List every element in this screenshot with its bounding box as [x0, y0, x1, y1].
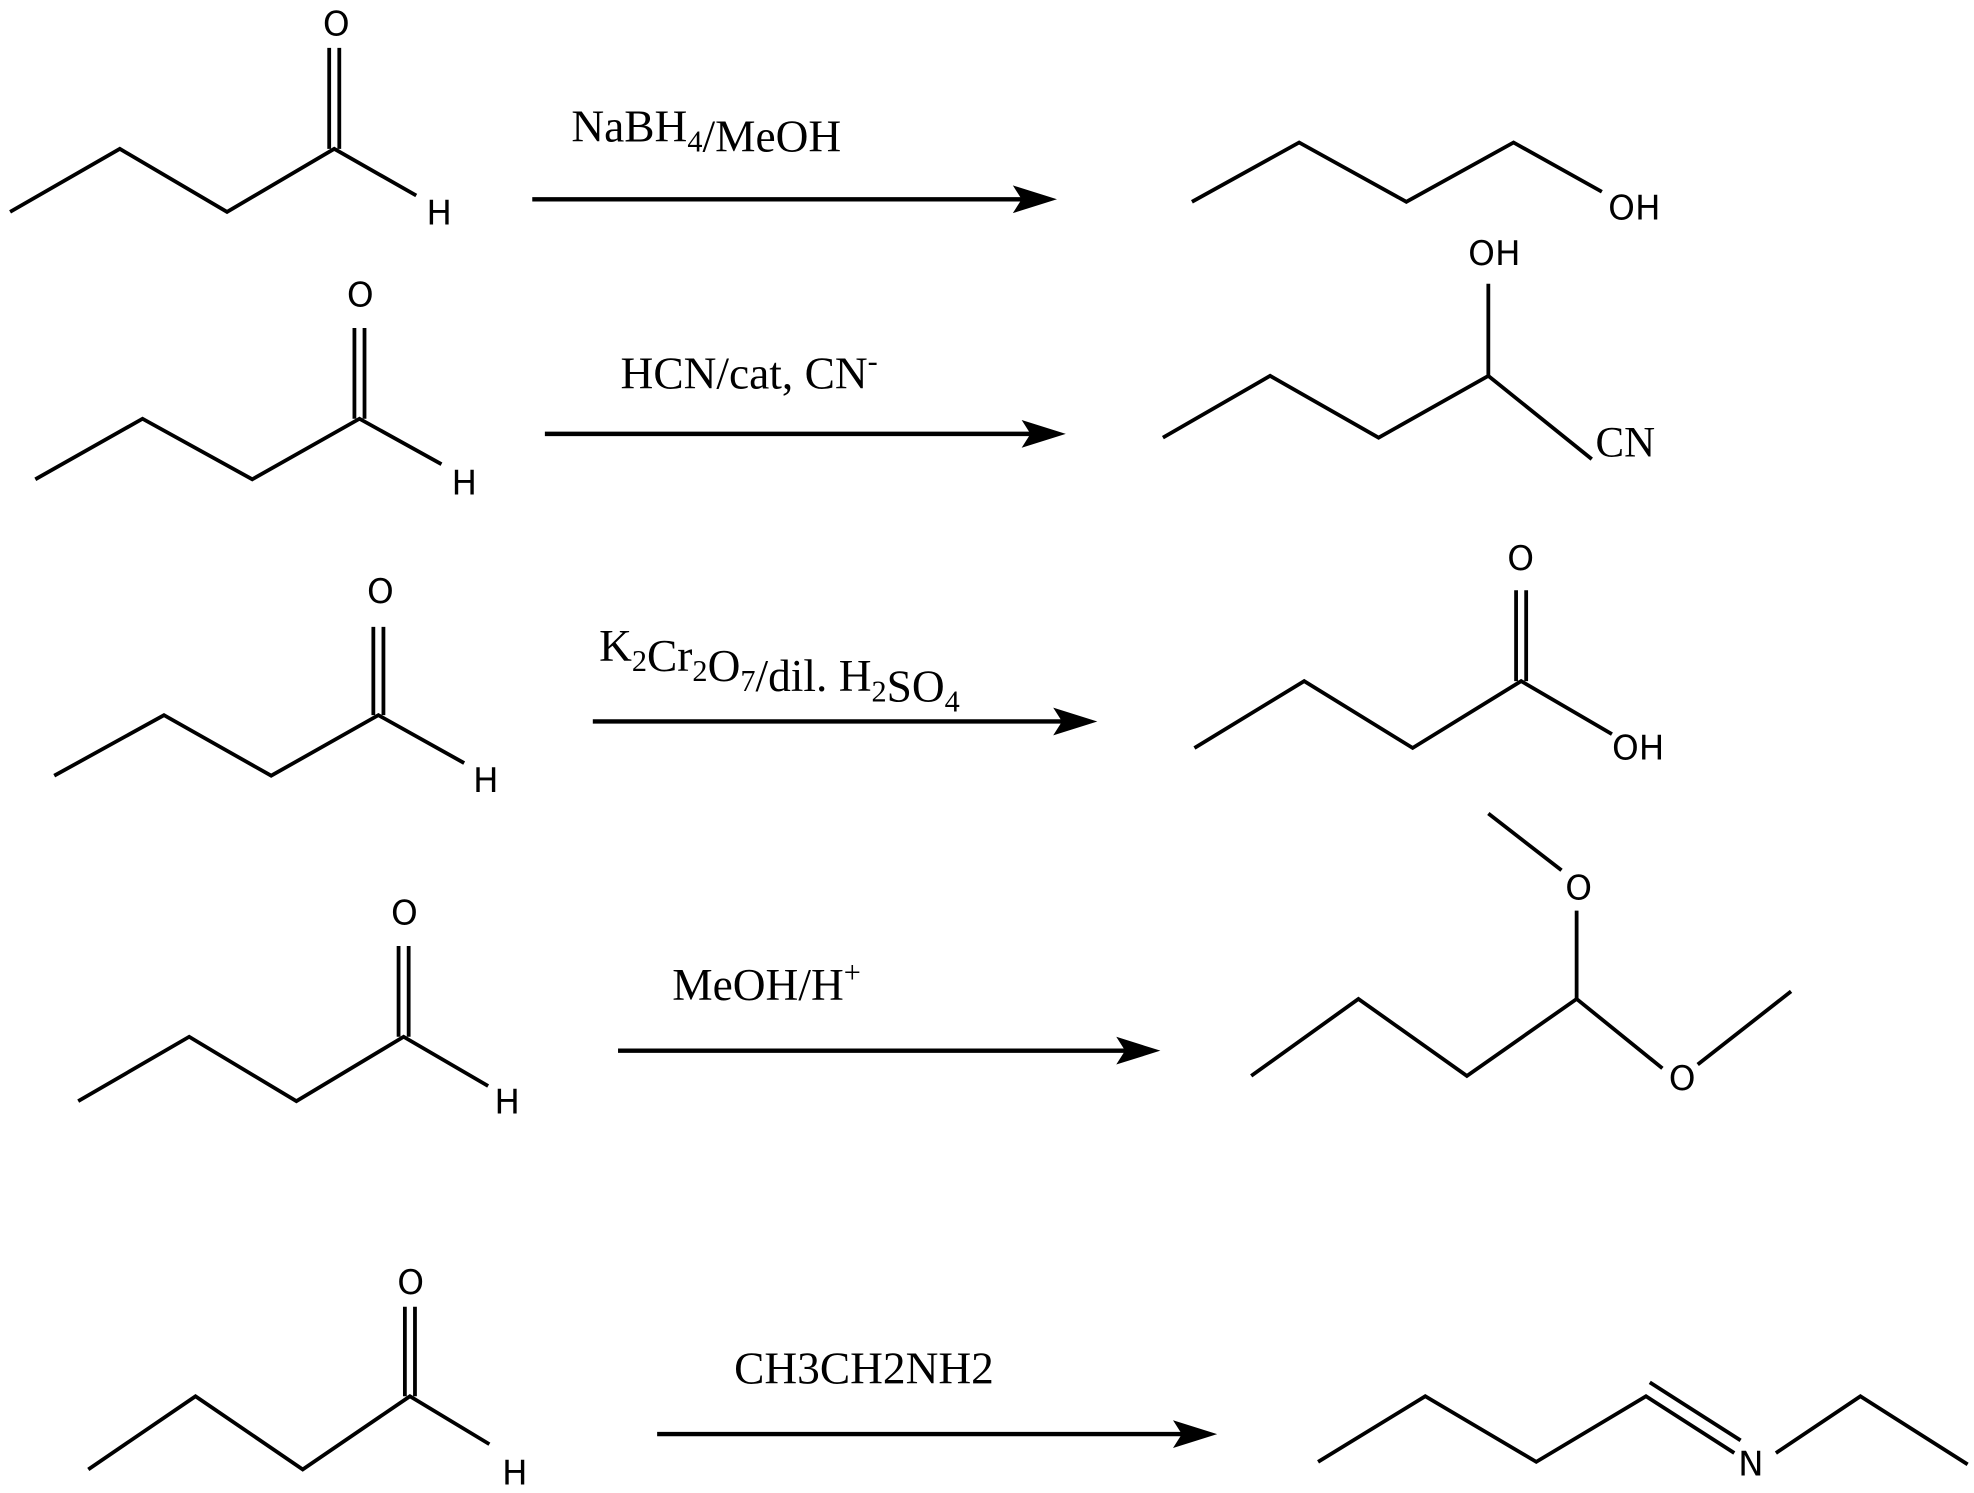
subscript: 2 — [692, 654, 707, 688]
arrow-head-icon — [1053, 707, 1098, 736]
reagent-label: HCN/cat, CN- — [621, 344, 878, 399]
carbon-chain — [77, 1034, 490, 1104]
reaction-1: O H NaBH4/MeOH OH — [9, 4, 1661, 234]
product-cyanohydrin: OH CN — [1161, 234, 1656, 467]
reaction-arrow — [618, 1036, 1161, 1065]
reaction-arrow — [657, 1420, 1218, 1448]
o-methyl-bond — [1696, 989, 1793, 1067]
reagent-text: Cr — [647, 631, 692, 681]
hydrogen-atom: H — [426, 194, 452, 234]
reaction-arrow — [592, 707, 1098, 736]
hydroxyl-group: OH — [1612, 728, 1664, 768]
reagent-label: CH3CH2NH2 — [734, 1344, 994, 1394]
arrow-head-icon — [1021, 420, 1066, 448]
carbon-chain — [1191, 140, 1603, 204]
reactant-butanal-2: O H — [34, 275, 478, 503]
oxygen-atom: O — [391, 894, 418, 934]
hydroxyl-group: OH — [1608, 188, 1660, 228]
carbon-chain — [1250, 996, 1664, 1079]
product-imine: N — [1317, 1380, 1969, 1485]
reactant-butanal-1: O H — [9, 4, 452, 234]
carbon-chain — [34, 416, 443, 482]
hydrogen-atom: H — [494, 1083, 520, 1123]
reaction-arrow — [532, 185, 1057, 214]
reagent-text: MeOH/H — [672, 960, 843, 1010]
reaction-5: O H CH3CH2NH2 N — [87, 1263, 1969, 1493]
n-ethyl-chain — [1774, 1393, 1969, 1466]
subscript: 7 — [740, 664, 755, 698]
oxygen-atom: O — [397, 1263, 424, 1303]
reagent-label: NaBH4/MeOH — [571, 101, 841, 161]
reaction-2: O H HCN/cat, CN- OH CN — [34, 234, 1656, 503]
arrow-head-icon — [1173, 1420, 1218, 1448]
reagent-text: /dil. H — [755, 651, 871, 701]
subscript: 4 — [687, 124, 702, 158]
product-butanol: OH — [1191, 140, 1661, 228]
reagent-label: MeOH/H+ — [672, 956, 861, 1011]
subscript: 4 — [945, 684, 960, 718]
oxygen-atom: O — [367, 572, 394, 612]
carbon-chain — [87, 1393, 491, 1472]
arrow-head-icon — [1116, 1036, 1161, 1065]
hydrogen-atom: H — [502, 1454, 528, 1493]
reactant-butanal-3: O H — [53, 572, 499, 801]
hydrogen-atom: H — [473, 761, 499, 801]
reaction-arrow — [544, 420, 1066, 448]
carbon-chain — [1161, 373, 1593, 461]
reagent-label: K2Cr2O7/dil. H2SO4 — [599, 621, 960, 718]
subscript: 2 — [872, 674, 887, 708]
reaction-4: O H MeOH/H+ O O — [77, 812, 1793, 1123]
arrow-head-icon — [1012, 185, 1057, 214]
oxygen-atom: O — [1507, 539, 1534, 579]
nitrogen-atom: N — [1738, 1445, 1763, 1485]
reaction-3: O H K2Cr2O7/dil. H2SO4 O OH — [53, 539, 1664, 801]
o-methyl-bond — [1487, 812, 1563, 872]
carbon-chain — [1317, 1394, 1736, 1465]
superscript: + — [844, 956, 861, 990]
reagent-text: /MeOH — [702, 111, 841, 161]
methoxy-oxygen: O — [1565, 868, 1592, 908]
subscript: 2 — [632, 644, 647, 678]
methoxy-oxygen: O — [1669, 1059, 1696, 1099]
carbon-chain — [9, 146, 418, 215]
carbon-chain — [1193, 678, 1613, 751]
reactant-butanal-4: O H — [77, 894, 520, 1123]
reagent-text: CH3CH2NH2 — [734, 1344, 994, 1394]
carbon-chain — [53, 712, 466, 778]
oxygen-atom: O — [323, 4, 350, 44]
hydroxyl-group: OH — [1468, 234, 1520, 274]
reagent-text: NaBH — [571, 101, 687, 151]
hydrogen-atom: H — [452, 463, 478, 503]
imine-double-bond — [1648, 1380, 1742, 1442]
product-acetal: O O — [1250, 812, 1793, 1099]
nitrile-group: CN — [1596, 420, 1656, 467]
reagent-text: SO — [887, 661, 945, 711]
reagent-text: K — [599, 621, 632, 671]
oxygen-atom: O — [347, 275, 374, 315]
superscript: - — [868, 344, 878, 378]
reactant-butanal-5: O H — [87, 1263, 528, 1493]
reagent-text: O — [708, 641, 741, 691]
reagent-text: HCN/cat, CN — [621, 348, 868, 398]
product-butanoic-acid: O OH — [1193, 539, 1664, 768]
